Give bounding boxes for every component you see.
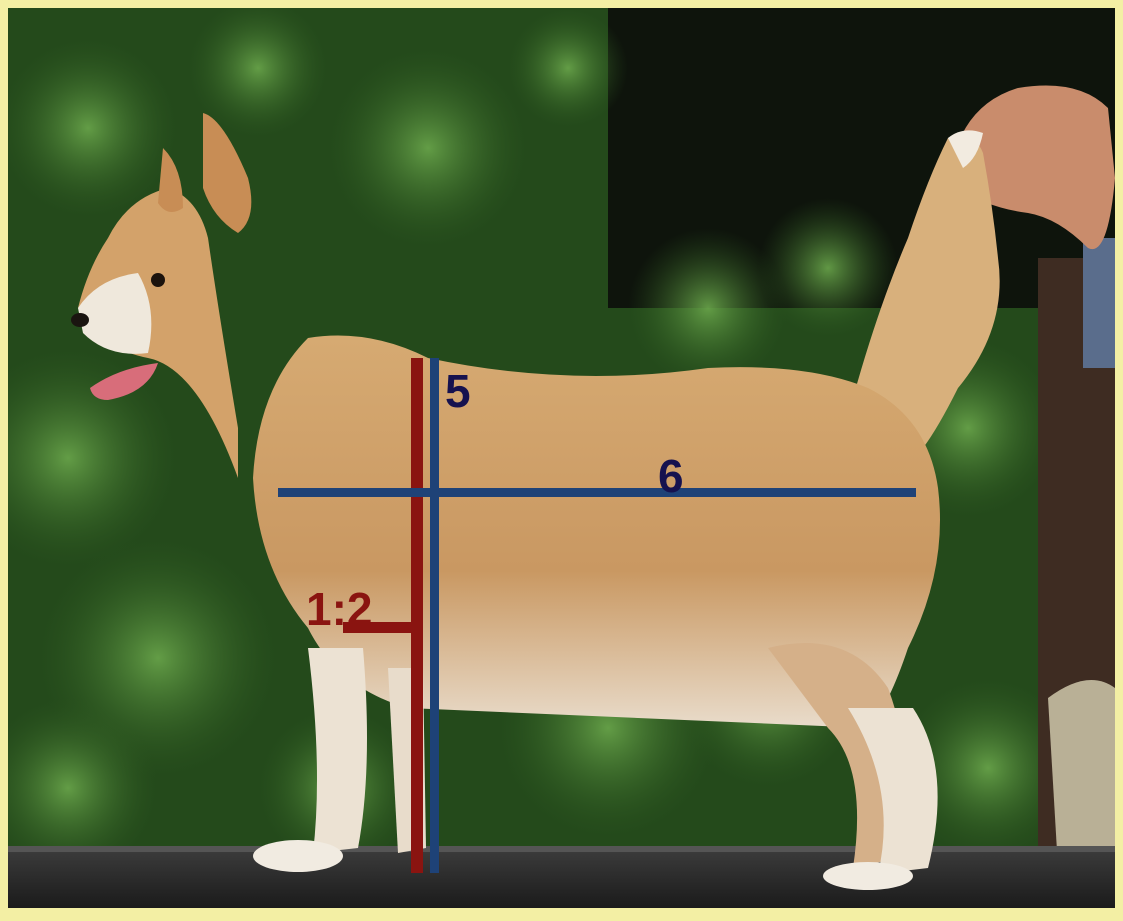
height-line-blue [430,358,439,873]
grooming-table [8,850,1115,908]
length-line-blue [278,488,916,497]
handler [953,85,1115,898]
dog-photo: 5 6 1:2 [8,8,1115,908]
height-reference-line-red [411,358,423,873]
ratio-label: 1:2 [306,583,373,635]
dog [71,113,1000,890]
height-label: 5 [445,365,471,417]
handler-hand [953,85,1115,250]
chest-depth-line-red [343,622,421,633]
measurement-overlay [278,358,916,873]
photo-illustration [8,8,1115,908]
length-label: 6 [658,450,684,502]
